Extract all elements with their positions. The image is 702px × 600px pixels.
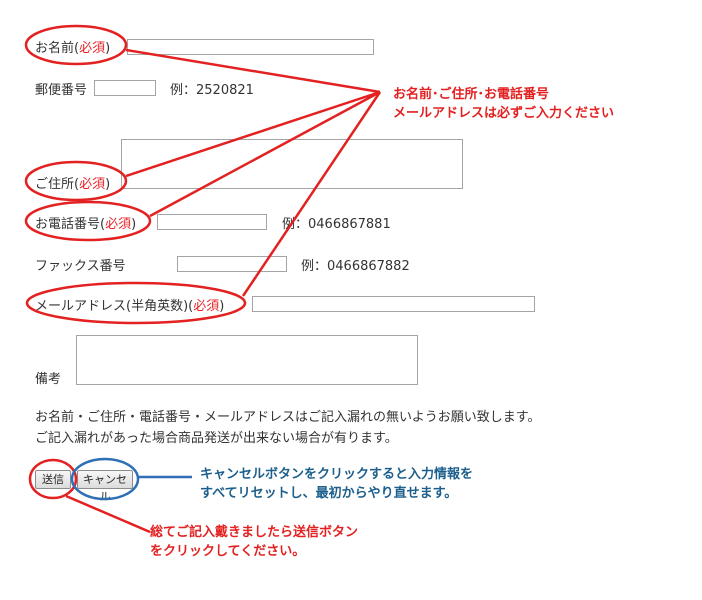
address-required-mark: 必須 (79, 177, 106, 192)
email-label-close: ) (219, 299, 225, 314)
name-label-text: お名前( (35, 41, 80, 56)
notice-line-1: お名前・ご住所・電話番号・メールアドレスはご記入漏れの無いようお願い致します。 (35, 410, 541, 425)
name-required-mark: 必須 (79, 41, 106, 56)
cancel-callout-line-1: キャンセルボタンをクリックすると入力情報を (200, 467, 474, 482)
phone-example: 例：0466867881 (282, 217, 391, 232)
address-label-close: ) (105, 177, 111, 192)
email-label-text: メールアドレス(半角英数)( (35, 299, 194, 314)
phone-label-text: お電話番号( (35, 217, 106, 232)
address-textarea[interactable] (121, 139, 463, 189)
phone-label: お電話番号(必須) (35, 213, 136, 232)
postal-label: 郵便番号 (35, 83, 88, 98)
required-callout-line-1: お名前･ご住所･お電話番号 (393, 87, 550, 102)
address-label: ご住所(必須) (35, 173, 110, 192)
address-label-text: ご住所( (35, 177, 80, 192)
submit-callout-line-2: をクリックしてください。 (150, 544, 306, 559)
postal-example: 例：2520821 (170, 83, 254, 98)
notice-line-2: ご記入漏れがあった場合商品発送が出来ない場合が有ります。 (35, 431, 398, 446)
phone-required-mark: 必須 (105, 217, 132, 232)
phone-label-close: ) (131, 217, 137, 232)
name-input[interactable] (127, 39, 374, 55)
email-label: メールアドレス(半角英数)(必須) (35, 295, 224, 314)
submit-callout-line-1: 総てご記入戴きましたら送信ボタン (150, 525, 359, 540)
remarks-textarea[interactable] (76, 335, 418, 385)
cancel-callout-line-2: すべてリセットし、最初からやり直せます。 (200, 486, 458, 501)
name-label: お名前(必須) (35, 37, 110, 56)
remarks-label: 備考 (35, 372, 62, 387)
fax-label: ファックス番号 (35, 259, 126, 274)
cancel-button[interactable]: キャンセル (77, 470, 133, 503)
phone-input[interactable] (157, 214, 267, 230)
submit-button[interactable]: 送信 (35, 470, 71, 489)
fax-example: 例：0466867882 (301, 259, 410, 274)
postal-input[interactable] (94, 80, 156, 96)
fax-input[interactable] (177, 256, 287, 272)
name-label-close: ) (105, 41, 111, 56)
email-required-mark: 必須 (193, 299, 220, 314)
email-input[interactable] (252, 296, 535, 312)
required-callout-line-2: メールアドレスは必ずご入力ください (393, 106, 615, 121)
